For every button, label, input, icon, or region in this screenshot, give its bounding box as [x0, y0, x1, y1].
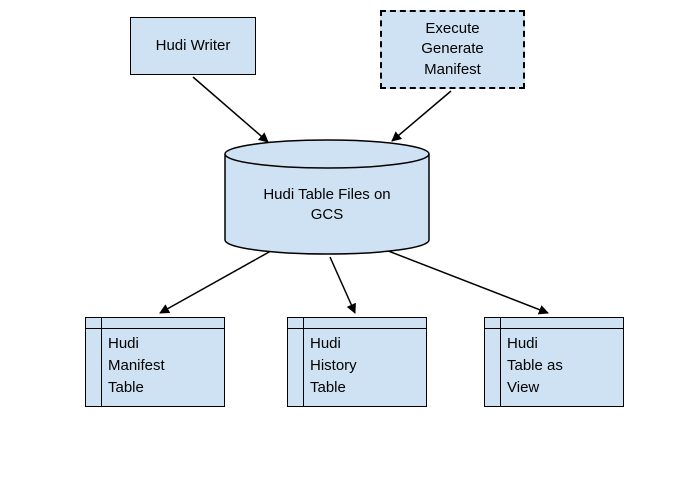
node-gcs-cylinder: Hudi Table Files on GCS [224, 139, 430, 256]
cylinder-shape [224, 139, 430, 255]
table-column-divider [500, 318, 501, 406]
table-column-divider [101, 318, 102, 406]
node-execute-generate-manifest: Execute Generate Manifest [380, 10, 525, 89]
node-hudi-manifest-table: Hudi Manifest Table [85, 317, 225, 407]
arrow-gcs-to-view-table [377, 246, 549, 315]
node-hudi-history-table-label: Hudi History Table [310, 335, 357, 396]
node-hudi-writer-label: Hudi Writer [155, 36, 231, 54]
table-row-divider [86, 328, 224, 329]
table-row-divider [288, 328, 426, 329]
arrow-gcs-to-history-table [329, 256, 356, 314]
node-hudi-writer: Hudi Writer [130, 17, 256, 75]
node-hudi-manifest-table-label: Hudi Manifest Table [108, 335, 165, 396]
arrow-writer-to-gcs [192, 76, 269, 143]
node-hudi-table-as-view-label: Hudi Table as View [507, 335, 563, 396]
node-hudi-history-table: Hudi History Table [287, 317, 427, 407]
arrow-gcs-to-manifest-table [159, 246, 279, 314]
node-execute-generate-manifest-label: Execute Generate Manifest [421, 20, 484, 78]
node-gcs-cylinder-label: Hudi Table Files on GCS [263, 186, 391, 224]
node-hudi-table-as-view: Hudi Table as View [484, 317, 624, 407]
table-row-divider [485, 328, 623, 329]
table-column-divider [303, 318, 304, 406]
arrow-execute-to-gcs [391, 90, 452, 142]
